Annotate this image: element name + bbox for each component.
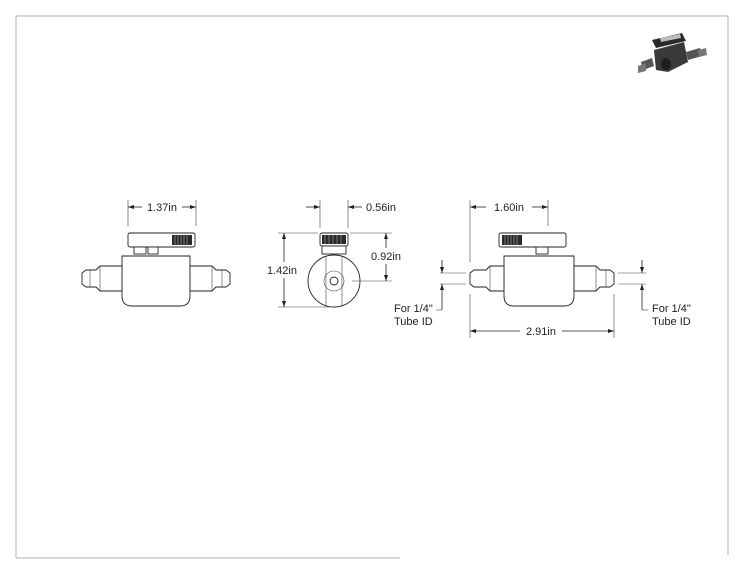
- left-tube-note-line2: Tube ID: [394, 316, 433, 328]
- dim-mid-inner-height-label: 0.92in: [371, 251, 401, 263]
- dim-mid-height-label: 1.42in: [267, 265, 297, 277]
- middle-view: 0.56in 1.42in: [267, 200, 401, 308]
- right-view: 1.60in 2.91in: [436, 200, 648, 338]
- dim-left-width: 1.37in: [128, 202, 196, 214]
- dim-mid-inner-height: 0.92in: [371, 233, 401, 281]
- sheet-border: [15, 15, 729, 559]
- dim-overall-length: 2.91in: [470, 326, 614, 338]
- dim-mid-width-label: 0.56in: [366, 202, 396, 214]
- right-tube-note-line2: Tube ID: [652, 316, 691, 328]
- left-tube-note-line1: For 1/4": [394, 303, 433, 315]
- dim-overall-length-label: 2.91in: [526, 326, 556, 338]
- dim-mid-width: 0.56in: [306, 202, 396, 214]
- valve-iso-icon: [638, 33, 707, 73]
- dim-right-width: 1.60in: [470, 202, 548, 214]
- dim-left-width-label: 1.37in: [147, 202, 177, 214]
- right-tube-note-line1: For 1/4": [652, 303, 691, 315]
- dim-mid-height: 1.42in: [267, 233, 297, 307]
- dim-right-width-label: 1.60in: [494, 202, 524, 214]
- left-view: 1.37in: [81, 200, 231, 307]
